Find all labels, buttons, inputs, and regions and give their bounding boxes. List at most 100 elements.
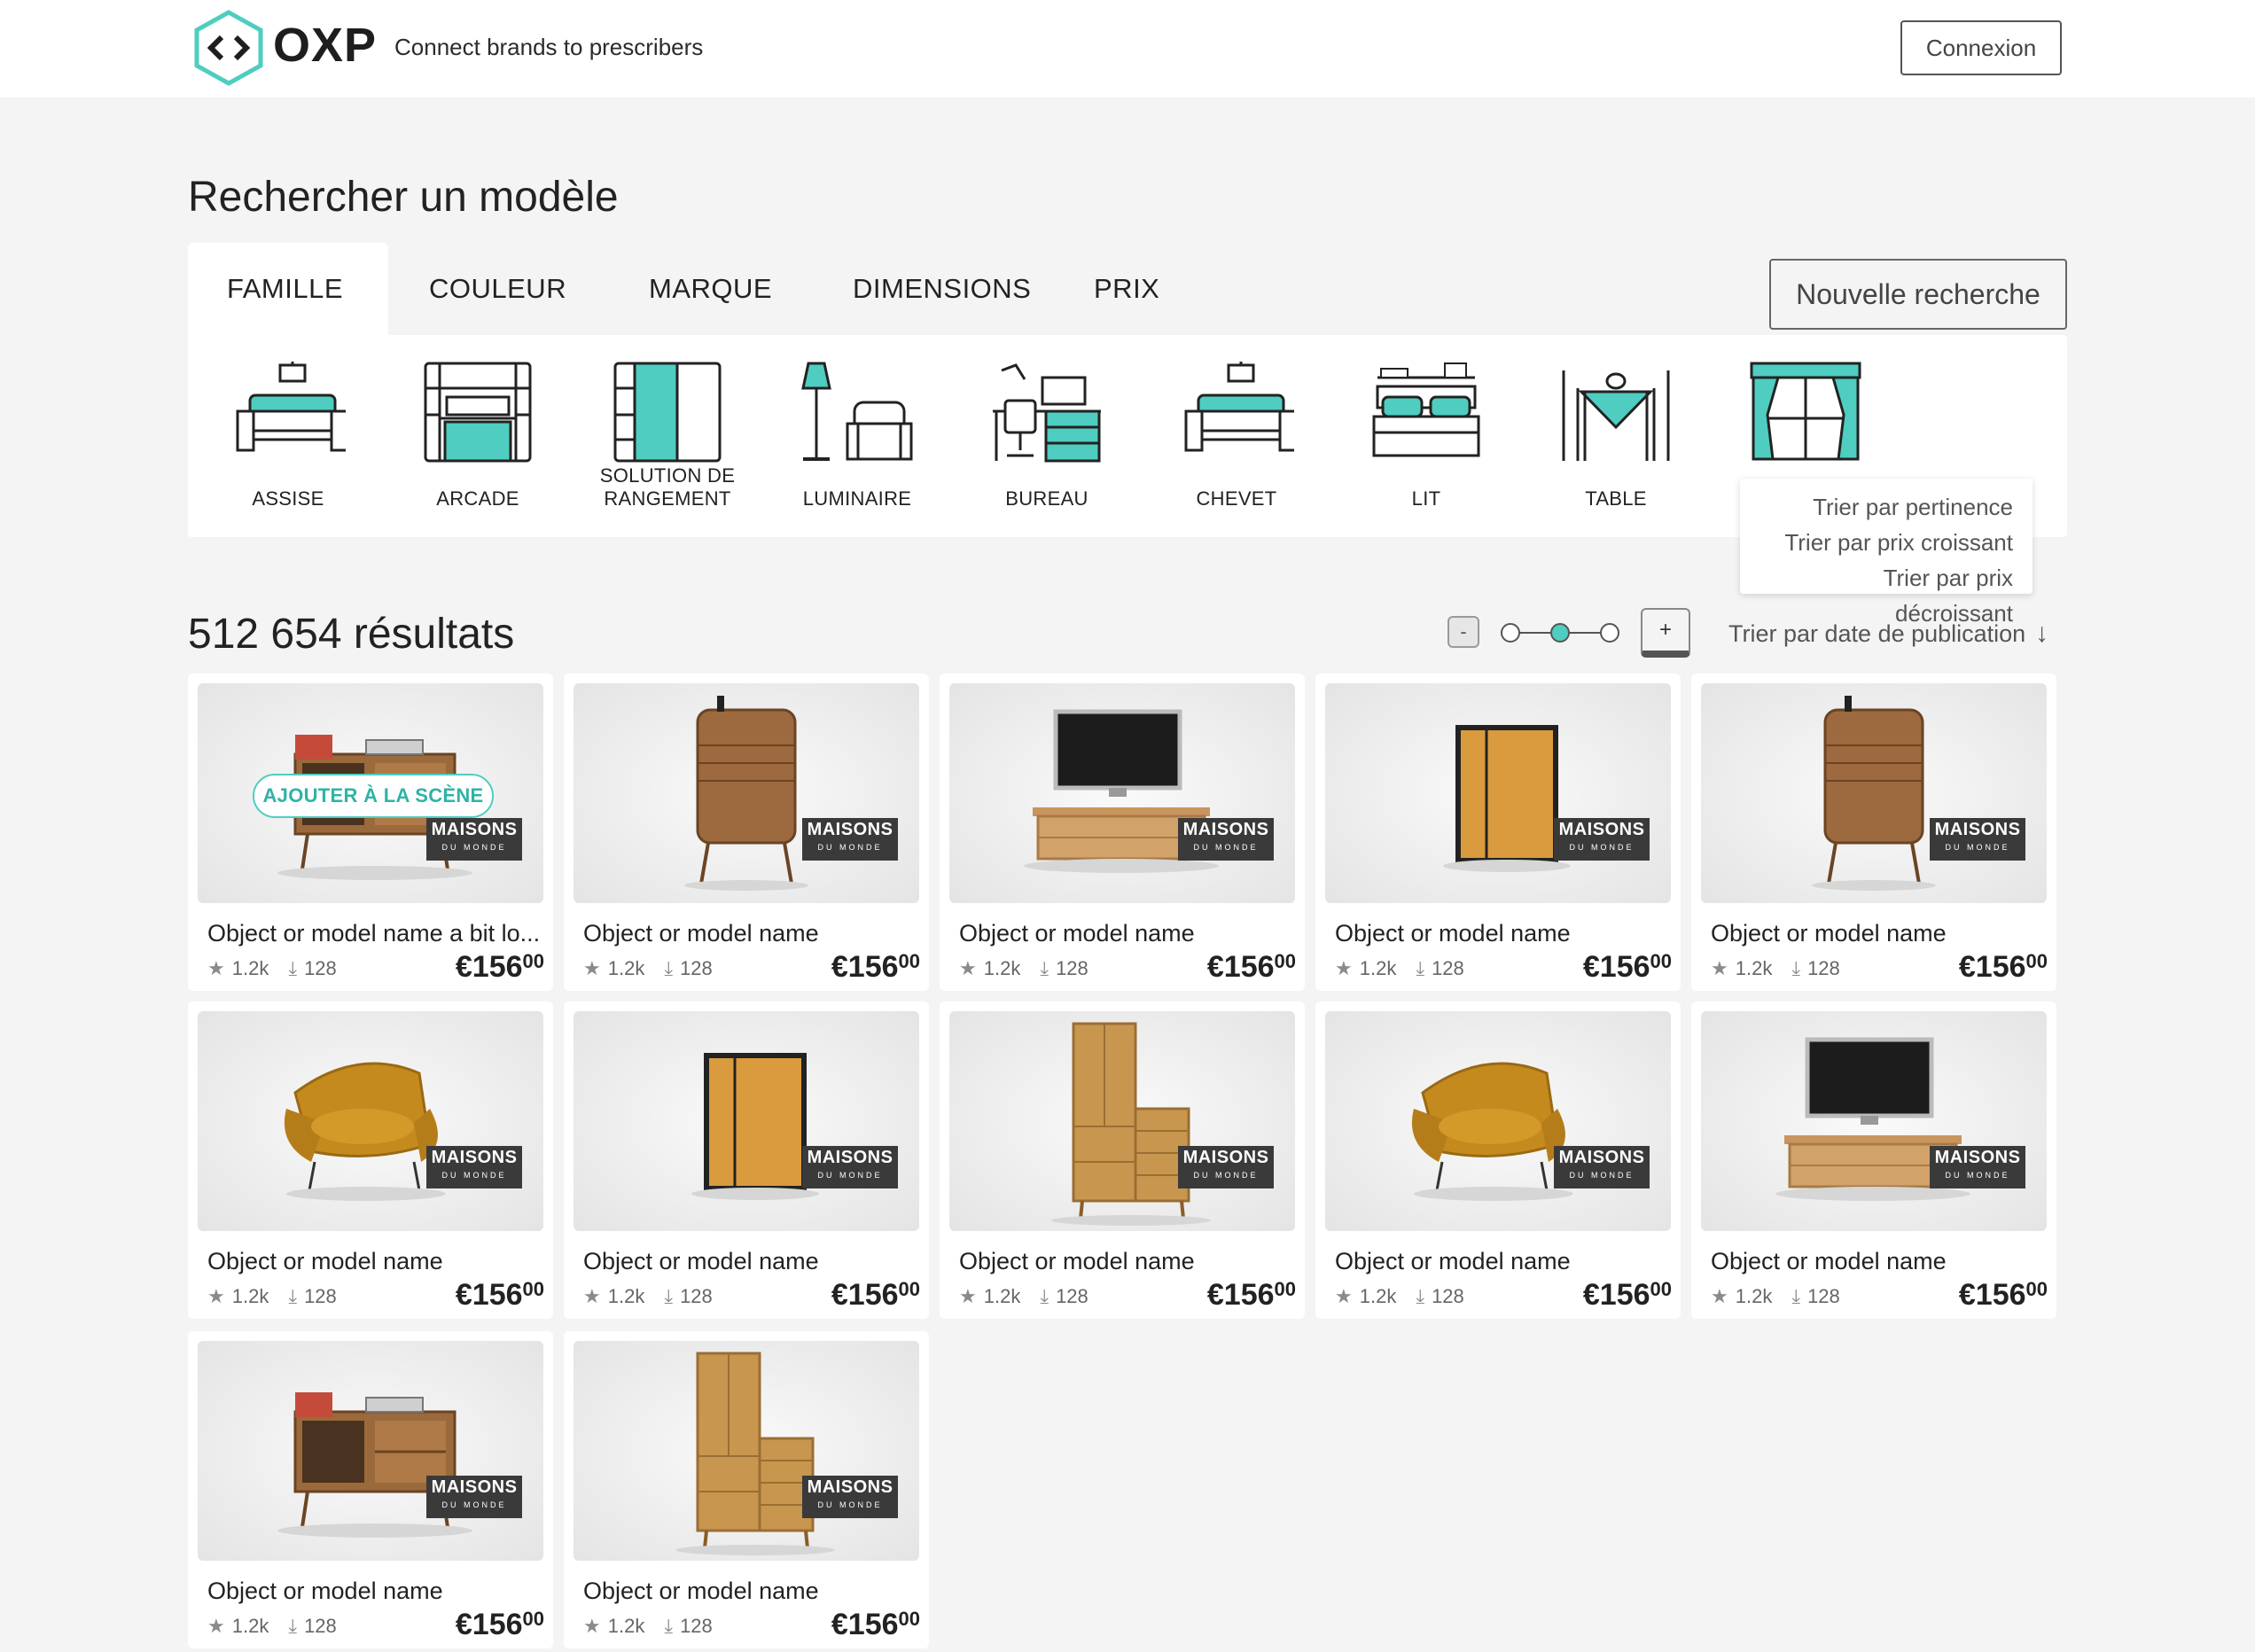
tab-marque[interactable]: MARQUE bbox=[649, 273, 773, 304]
login-button[interactable]: Connexion bbox=[1900, 20, 2062, 75]
likes-count: 1.2k bbox=[231, 1615, 269, 1637]
price-cents: 00 bbox=[522, 950, 544, 972]
product-name[interactable]: Object or model name bbox=[207, 1578, 443, 1604]
downloads-count: 128 bbox=[1807, 957, 1840, 979]
category-panel: ASSISE ARCADE SOLUTION DE RANGEMENT bbox=[188, 335, 2067, 537]
star-icon: ★ bbox=[1335, 957, 1353, 979]
star-icon: ★ bbox=[1711, 957, 1728, 979]
tab-couleur[interactable]: COULEUR bbox=[429, 273, 567, 304]
category-chevet[interactable]: CHEVET bbox=[1143, 335, 1330, 537]
download-icon: ⤓ bbox=[664, 1615, 674, 1637]
category-bureau[interactable]: BUREAU bbox=[954, 335, 1140, 537]
product-name[interactable]: Object or model name bbox=[1335, 1248, 1571, 1274]
product-name[interactable]: Object or model name bbox=[1711, 1248, 1947, 1274]
product-name[interactable]: Object or model name bbox=[583, 920, 819, 947]
product-name[interactable]: Object or model name bbox=[1335, 920, 1571, 947]
tab-famille[interactable]: FAMILLE bbox=[188, 243, 388, 335]
product-name[interactable]: Object or model name bbox=[959, 1248, 1195, 1274]
tab-dimensions[interactable]: DIMENSIONS bbox=[853, 273, 1032, 304]
product-price: €15600 bbox=[1583, 950, 1672, 985]
category-lit[interactable]: LIT bbox=[1333, 335, 1519, 537]
product-name[interactable]: Object or model name bbox=[959, 920, 1195, 947]
product-price: €15600 bbox=[1959, 1278, 2048, 1313]
category-assise[interactable]: ASSISE bbox=[195, 335, 381, 537]
category-arcade[interactable]: ARCADE bbox=[385, 335, 571, 537]
oxp-logo-icon[interactable] bbox=[190, 9, 268, 87]
sort-option-prix-croissant[interactable]: Trier par prix croissant bbox=[1784, 529, 2013, 556]
product-name[interactable]: Object or model name a bit lo... bbox=[207, 920, 541, 947]
likes-count: 1.2k bbox=[607, 1615, 645, 1637]
brand-badge-line1: MAISONS bbox=[431, 1477, 518, 1497]
category-table[interactable]: TABLE bbox=[1523, 335, 1709, 537]
product-name[interactable]: Object or model name bbox=[207, 1248, 443, 1274]
zoom-in-button[interactable]: + bbox=[1641, 608, 1690, 658]
brand-badge-line2: DU MONDE bbox=[441, 1500, 507, 1509]
product-name[interactable]: Object or model name bbox=[1711, 920, 1947, 947]
download-icon: ⤓ bbox=[1791, 1285, 1801, 1307]
downloads-count: 128 bbox=[1807, 1285, 1840, 1307]
tab-prix[interactable]: PRIX bbox=[1094, 273, 1160, 304]
sort-option-prix-decroissant[interactable]: Trier par prix décroissant bbox=[1883, 565, 2013, 627]
new-search-button[interactable]: Nouvelle recherche bbox=[1769, 259, 2067, 330]
wardrobe-icon bbox=[613, 362, 722, 463]
product-name[interactable]: Object or model name bbox=[583, 1248, 819, 1274]
category-rideau[interactable] bbox=[1713, 335, 1899, 537]
downloads-count: 128 bbox=[304, 1615, 337, 1637]
add-to-scene-button[interactable]: AJOUTER À LA SCÈNE bbox=[253, 774, 494, 818]
product-price: €15600 bbox=[456, 950, 544, 985]
star-icon: ★ bbox=[583, 1615, 601, 1637]
zoom-slider[interactable] bbox=[1498, 620, 1622, 645]
category-label: LUMINAIRE bbox=[802, 487, 912, 510]
product-price: €15600 bbox=[831, 1608, 920, 1642]
page-title: Rechercher un modèle bbox=[188, 174, 619, 221]
star-icon: ★ bbox=[583, 957, 601, 979]
likes-count: 1.2k bbox=[231, 1285, 269, 1307]
category-rangement[interactable]: SOLUTION DE RANGEMENT bbox=[574, 335, 761, 537]
category-luminaire[interactable]: LUMINAIRE bbox=[764, 335, 950, 537]
zoom-out-button[interactable]: - bbox=[1447, 616, 1479, 648]
brand-badge-line2: DU MONDE bbox=[1193, 1171, 1259, 1180]
product-stats: ★1.2k⤓128 bbox=[1711, 957, 1860, 980]
product-name[interactable]: Object or model name bbox=[583, 1578, 819, 1604]
sort-select[interactable]: Trier par date de publication bbox=[1728, 620, 2026, 647]
sofa-icon bbox=[236, 362, 346, 452]
price-cents: 00 bbox=[2025, 950, 2048, 972]
downloads-count: 128 bbox=[304, 1285, 337, 1307]
download-icon: ⤓ bbox=[1416, 957, 1425, 979]
price-cents: 00 bbox=[1274, 950, 1296, 972]
product-stats: ★1.2k⤓128 bbox=[207, 957, 356, 980]
brand-name[interactable]: OXP bbox=[273, 19, 378, 72]
price-amount: €156 bbox=[1206, 950, 1275, 984]
sort-option-pertinence[interactable]: Trier par pertinence bbox=[1813, 494, 2013, 520]
price-amount: €156 bbox=[455, 1608, 523, 1641]
arrow-down-icon[interactable]: ↓ bbox=[2035, 619, 2048, 648]
product-image[interactable]: MAISONS DU MONDE bbox=[198, 1341, 543, 1561]
